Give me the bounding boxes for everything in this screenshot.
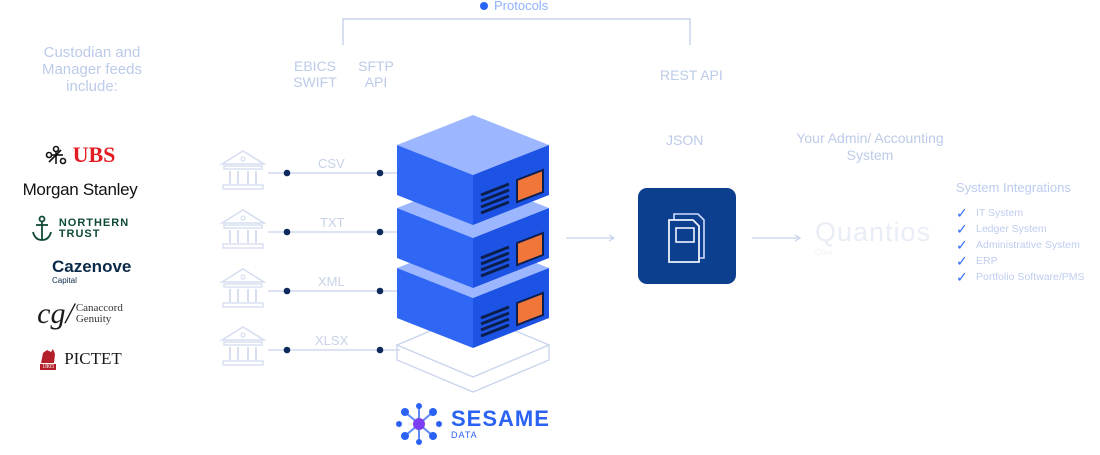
northern-trust-line2: TRUST [58, 228, 101, 240]
check-icon: ✓ [956, 269, 968, 285]
protocols-sftp-api: SFTP API [354, 58, 398, 90]
sesame-name: SESAME [451, 406, 550, 431]
app-tile [638, 188, 736, 284]
file-type-xml: XML [318, 274, 345, 289]
integration-label: Ledger System [976, 223, 1047, 235]
protocol-swift: SWIFT [293, 74, 337, 90]
integrations-panel: System Integrations ✓ IT System ✓ Ledger S… [956, 180, 1096, 285]
check-icon: ✓ [956, 205, 968, 221]
pictet-crest-icon [41, 349, 56, 363]
integrations-title: System Integrations [956, 180, 1071, 195]
protocol-sftp: SFTP [358, 58, 394, 74]
feeds-title: Custodian and Manager feeds include: [41, 44, 143, 95]
integration-item: ✓ Administrative System [956, 237, 1096, 253]
integration-item: ✓ IT System [956, 205, 1096, 221]
check-icon: ✓ [956, 221, 968, 237]
ubs-logo-text: UBS [72, 142, 116, 167]
integration-item: ✓ ERP [956, 253, 1096, 269]
morgan-stanley-logo: Morgan Stanley [20, 176, 140, 204]
file-type-txt: TXT [320, 215, 345, 230]
quantios-logo: Quantios Core [815, 217, 940, 257]
integration-item: ✓ Portfolio Software/PMS [956, 269, 1096, 285]
ubs-keys-icon [45, 145, 66, 165]
check-icon: ✓ [956, 253, 968, 269]
integration-label: Portfolio Software/PMS [976, 271, 1085, 283]
canaccord-logo: cg/ Canaccord Genuity [20, 296, 140, 332]
file-type-xlsx: XLSX [315, 333, 349, 348]
protocol-api: API [364, 74, 388, 90]
sesame-molecule-icon [396, 403, 442, 445]
quantios-name: Quantios [815, 217, 932, 247]
sesame-data-logo: SESAME DATA [395, 402, 550, 446]
northern-trust-logo: NORTHERN TRUST [20, 212, 140, 246]
target-system-label: Your Admin/ Accounting System [796, 130, 944, 163]
integration-label: ERP [976, 255, 998, 267]
ubs-logo: UBS [20, 140, 140, 170]
integration-label: IT System [976, 207, 1024, 219]
cazenove-logo: Cazenove Capital [20, 254, 140, 288]
canaccord-line1: Canaccord [75, 302, 123, 314]
canaccord-mark: cg/ [37, 297, 74, 330]
protocol-rest-api: REST API [660, 67, 723, 83]
protocols-legend-label: Protocols [494, 0, 549, 13]
morgan-stanley-logo-text: Morgan Stanley [22, 180, 138, 199]
protocols-legend: Protocols [480, 0, 548, 13]
pictet-year: 1805 [40, 364, 57, 370]
protocols-ebics-swift: EBICS SWIFT [288, 58, 342, 90]
check-icon: ✓ [956, 237, 968, 253]
cazenove-logo-sub: Capital [52, 275, 77, 285]
format-json: JSON [666, 132, 704, 148]
quantios-sub: Core [815, 248, 833, 257]
sesame-sub: DATA [451, 430, 478, 440]
anchor-icon [31, 215, 52, 241]
canaccord-line2: Genuity [75, 313, 112, 325]
integration-item: ✓ Ledger System [956, 221, 1096, 237]
cazenove-logo-text: Cazenove [52, 256, 132, 276]
legend-dot-icon [480, 1, 488, 10]
integration-label: Administrative System [976, 239, 1080, 251]
protocol-ebics: EBICS [293, 58, 336, 74]
northern-trust-line1: NORTHERN [58, 217, 130, 229]
pictet-logo: 1805 PICTET [20, 343, 140, 375]
pictet-logo-text: PICTET [64, 349, 122, 368]
document-icon [668, 213, 705, 263]
file-type-csv: CSV [318, 156, 345, 171]
